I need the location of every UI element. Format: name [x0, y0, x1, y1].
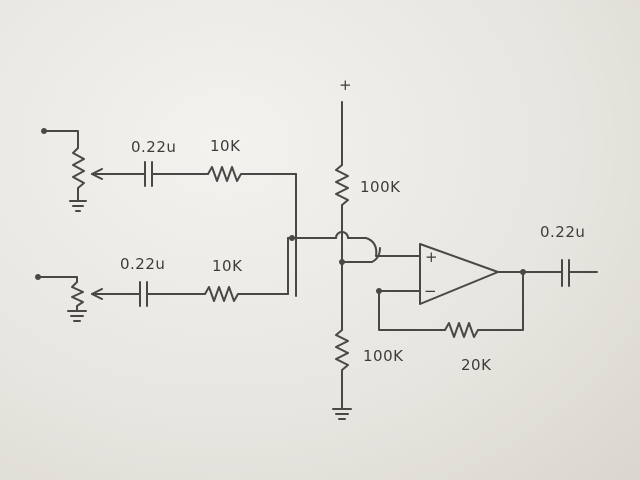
bottom-input-path — [91, 237, 289, 307]
res-feedback-label: 20K — [461, 356, 492, 374]
potentiometer-top — [41, 128, 87, 212]
potentiometer-bottom — [35, 274, 87, 322]
op-amp: + − — [419, 243, 499, 305]
opamp-plus-sign: + — [425, 248, 438, 266]
summing-node — [287, 231, 421, 257]
res-pullup-label: 100K — [360, 178, 401, 196]
pulldown-network — [332, 247, 381, 420]
res-bottom-label: 10K — [212, 257, 243, 275]
output-stage — [497, 259, 598, 287]
cap-top-label: 0.22u — [131, 138, 176, 156]
pullup-network: + — [335, 76, 352, 265]
top-input-path — [91, 161, 297, 297]
cap-bottom-label: 0.22u — [120, 255, 165, 273]
cap-output-label: 0.22u — [540, 223, 585, 241]
res-top-label: 10K — [210, 137, 241, 155]
opamp-minus-sign: − — [424, 282, 437, 300]
supply-plus-sign: + — [339, 76, 352, 94]
res-pulldown-label: 100K — [363, 347, 404, 365]
feedback-network — [376, 271, 524, 338]
